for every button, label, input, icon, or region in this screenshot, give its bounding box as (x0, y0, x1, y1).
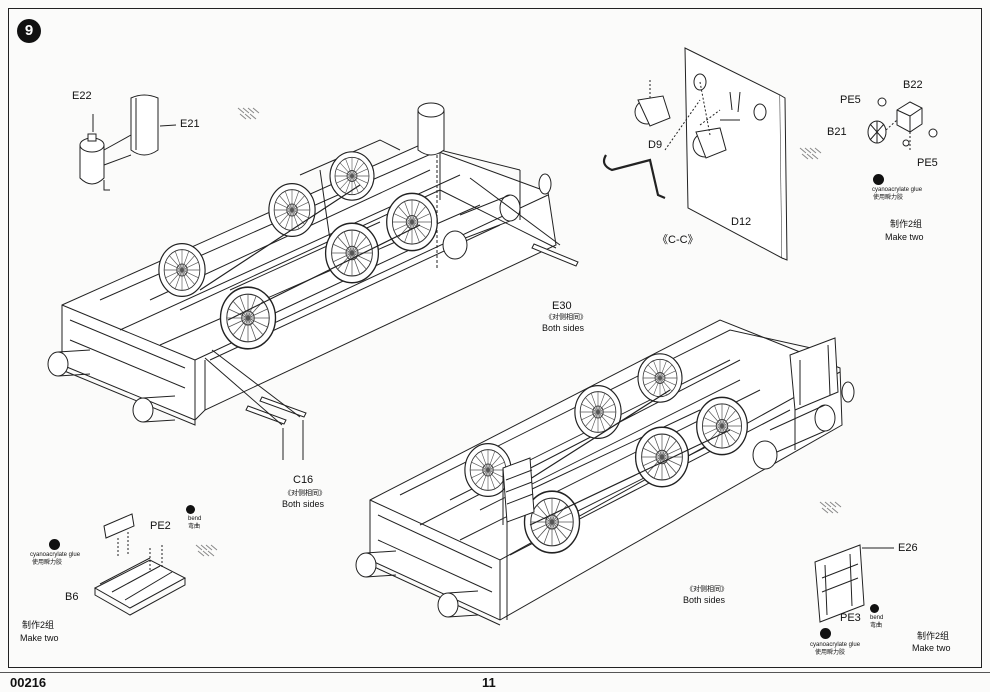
note-make-pe2-cn: 制作2组 (22, 620, 55, 630)
bend-icon (186, 505, 195, 514)
note-glue-b-en: cyanoacrylate glue (872, 187, 923, 193)
note-bend-pe2-cn: 弯曲 (188, 524, 201, 530)
footer-rule (0, 672, 990, 673)
part-e30 (439, 177, 579, 267)
chassis-upper-left (47, 139, 557, 426)
assembly-direction-arrow-icon (819, 501, 842, 514)
label-e21: E21 (180, 118, 200, 130)
note-glue-pe2-cn: 使用瞬力胶 (32, 560, 63, 566)
label-b21: B21 (827, 126, 847, 138)
note-make-pe2-en: Make two (20, 633, 59, 643)
note-bend-pe3-cn: 弯曲 (870, 623, 883, 629)
note-glue-pe3-cn: 使用瞬力胶 (815, 650, 846, 656)
label-pe5-top: PE5 (840, 94, 861, 106)
assembly-direction-arrow-icon (195, 544, 218, 557)
step-number-badge: 9 (17, 19, 41, 43)
part-e22-e21 (79, 94, 177, 191)
label-pe3: PE3 (840, 612, 861, 624)
label-pe5-bottom: PE5 (917, 157, 938, 169)
label-c16: C16 (293, 474, 314, 486)
label-b6: B6 (65, 591, 79, 603)
note-c16-en: Both sides (282, 499, 325, 509)
part-c16 (204, 349, 307, 460)
label-b22: B22 (903, 79, 923, 91)
note-bend-pe2-en: bend (188, 516, 202, 522)
bend-icon (870, 604, 879, 613)
label-e22: E22 (72, 90, 92, 102)
note-glue-pe3-en: cyanoacrylate glue (810, 642, 861, 648)
note-glue-b-cn: 使用瞬力胶 (873, 195, 904, 201)
rods-lower (504, 389, 731, 526)
assembly-direction-arrow-icon (237, 107, 260, 120)
catalog-number: 00216 (10, 675, 47, 690)
part-pe2-b6 (93, 513, 187, 616)
part-sandbox-upper (417, 102, 445, 270)
note-e30-cn: 《对侧相同》 (545, 313, 587, 321)
label-e26: E26 (898, 542, 918, 554)
note-make-pe3-cn: 制作2组 (917, 631, 950, 641)
label-d9: D9 (648, 139, 663, 151)
part-b22-assembly (867, 97, 938, 150)
part-d12-panel (684, 47, 788, 261)
note-make-b-en: Make two (885, 232, 924, 242)
note-c16-cn: 《对侧相同》 (284, 489, 326, 497)
label-pe2: PE2 (150, 520, 171, 532)
note-glue-pe2-en: cyanoacrylate glue (30, 552, 81, 558)
note-make-pe3-en: Make two (912, 643, 951, 653)
glue-bottle-icon (873, 174, 884, 185)
page-frame (8, 8, 982, 668)
note-bend-pe3-en: bend (870, 615, 884, 621)
label-section-cc: 《C-C》 (657, 234, 699, 246)
chassis-lower (355, 319, 855, 626)
label-d12: D12 (731, 216, 752, 228)
part-ladders-lower (502, 337, 839, 620)
note-make-b-cn: 制作2组 (890, 219, 923, 229)
page-number: 11 (482, 675, 496, 690)
note-e30-en: Both sides (542, 323, 585, 333)
assembly-direction-arrow-icon (799, 147, 822, 160)
note-right-cn: 《对侧相同》 (686, 585, 728, 593)
label-e30: E30 (552, 300, 572, 312)
part-d9 (602, 80, 727, 200)
glue-bottle-icon (49, 539, 60, 550)
note-right-en: Both sides (683, 595, 726, 605)
rods-upper-left (199, 184, 421, 321)
glue-bottle-icon (820, 628, 831, 639)
part-e26-pe3 (814, 544, 894, 623)
